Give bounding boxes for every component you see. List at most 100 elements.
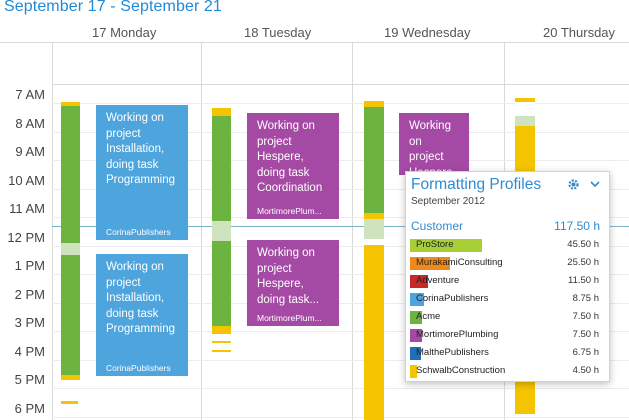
bar-segment-green [212, 116, 231, 221]
customer-hours: 45.50 h [567, 239, 599, 250]
customer-name: Adventure [416, 275, 460, 286]
day-header-thursday[interactable]: 20 Thursday [543, 25, 616, 40]
day-header-wednesday[interactable]: 19 Wednesday [384, 25, 471, 40]
hour-label: 6 PM [14, 401, 45, 416]
customer-row[interactable]: MortimorePlumbing 7.50 h [410, 328, 603, 342]
hour-gridline [52, 246, 629, 247]
hour-gridline [52, 303, 629, 304]
bar-segment-yellow [61, 102, 80, 106]
appointment-card[interactable]: Working on project Installation, doing t… [96, 105, 188, 240]
bar-segment-light [364, 219, 384, 239]
bar-segment-green [61, 255, 80, 375]
bar-segment-yellow [212, 350, 231, 352]
bar-segment-yellow [364, 245, 384, 420]
popup-title: Formatting Profiles [411, 176, 542, 193]
bar-segment-light [61, 243, 80, 255]
customer-row[interactable]: ProStore 45.50 h [410, 238, 603, 252]
day-status-bar-tuesday [212, 108, 231, 334]
customer-hours-bar [410, 275, 428, 288]
hour-label: 2 PM [14, 287, 45, 302]
customer-hours: 6.75 h [572, 347, 599, 358]
customer-hours-bar [410, 347, 421, 360]
hour-gridline [52, 388, 629, 389]
appointment-title: Working on project Installation, doing t… [106, 112, 176, 186]
customer-hours: 7.50 h [572, 311, 599, 322]
hour-gridline [52, 360, 629, 361]
bar-segment-green [212, 241, 231, 326]
popup-subtitle: September 2012 [411, 196, 485, 207]
popup-column-label[interactable]: Customer [411, 219, 464, 233]
column-divider [52, 42, 53, 420]
day-header-tuesday[interactable]: 18 Tuesday [244, 25, 312, 40]
customer-row[interactable]: MurakamiConsulting 25.50 h [410, 256, 603, 270]
hour-label: 8 AM [15, 116, 45, 131]
bar-segment-yellow [515, 98, 535, 102]
bar-segment-light [515, 116, 535, 126]
bar-segment-light [212, 221, 231, 241]
customer-name: MalthePublishers [416, 347, 489, 358]
customer-hours: 25.50 h [567, 257, 599, 268]
bar-segment-yellow [364, 101, 384, 107]
customer-hours-bar [410, 365, 417, 378]
hour-gridline [52, 274, 629, 275]
day-status-bar-monday [61, 102, 80, 380]
hour-label: 10 AM [8, 173, 45, 188]
customer-hours: 4.50 h [572, 365, 599, 376]
hour-label: 5 PM [14, 372, 45, 387]
appointment-card[interactable]: Working on project Hespere, doing task..… [247, 240, 339, 326]
hour-gridline [52, 217, 629, 218]
bar-segment-yellow [212, 341, 231, 343]
bar-segment-yellow [61, 375, 80, 380]
hour-gridline [52, 160, 629, 161]
bar-segment-yellow [212, 108, 231, 116]
all-day-divider [52, 84, 629, 85]
bar-segment-yellow [364, 213, 384, 219]
customer-hours-bar [410, 239, 482, 252]
appointment-customer: MortimorePlum... [257, 206, 322, 216]
day-status-bar-wednesday [364, 101, 384, 420]
customer-name: CorinaPublishers [416, 293, 489, 304]
chevron-down-icon[interactable] [589, 177, 601, 189]
appointment-card[interactable]: Working on project Hespere, doing task C… [247, 113, 339, 219]
column-divider [201, 42, 202, 420]
bar-gap [364, 239, 384, 245]
hour-label: 1 PM [14, 258, 45, 273]
customer-row[interactable]: MalthePublishers 6.75 h [410, 346, 603, 360]
customer-hours-bar [410, 311, 422, 324]
hour-label: 4 PM [14, 344, 45, 359]
customer-hours: 7.50 h [572, 329, 599, 340]
appointment-title: Working on project Hespere, doing task..… [257, 247, 320, 306]
bar-segment-green [61, 106, 80, 243]
hour-label: 11 AM [9, 201, 45, 216]
date-range-title[interactable]: September 17 - September 21 [4, 0, 222, 15]
customer-name: ProStore [416, 239, 454, 250]
customer-hours-bar [410, 293, 424, 306]
bar-segment-yellow [61, 401, 78, 404]
popup-total: 117.50 h [554, 219, 600, 233]
hour-gridline [52, 417, 629, 418]
current-time-line [52, 226, 629, 227]
bar-gap [515, 102, 535, 116]
appointment-card[interactable]: Working on project Hespere, doing task [399, 113, 469, 175]
bar-segment-green [364, 107, 384, 213]
gear-icon[interactable] [567, 178, 580, 191]
day-header-monday[interactable]: 17 Monday [92, 25, 157, 40]
customer-name: MortimorePlumbing [416, 329, 499, 340]
formatting-profiles-popup: Formatting Profiles September 2012 Custo… [405, 171, 610, 382]
customer-hours-bar [410, 329, 422, 342]
appointment-title: Working on project Hespere, doing task [409, 120, 456, 175]
hour-gridline [52, 189, 629, 190]
hour-gridline [52, 103, 629, 104]
hour-gridline [52, 331, 629, 332]
appointment-card[interactable]: Working on project Installation, doing t… [96, 254, 188, 376]
appointment-title: Working on project Hespere, doing task C… [257, 120, 323, 194]
customer-name: MurakamiConsulting [416, 257, 503, 268]
appointment-title: Working on project Installation, doing t… [106, 261, 176, 335]
hour-label: 12 PM [7, 230, 45, 245]
hour-label: 7 AM [15, 87, 45, 102]
hour-gridline [52, 132, 629, 133]
